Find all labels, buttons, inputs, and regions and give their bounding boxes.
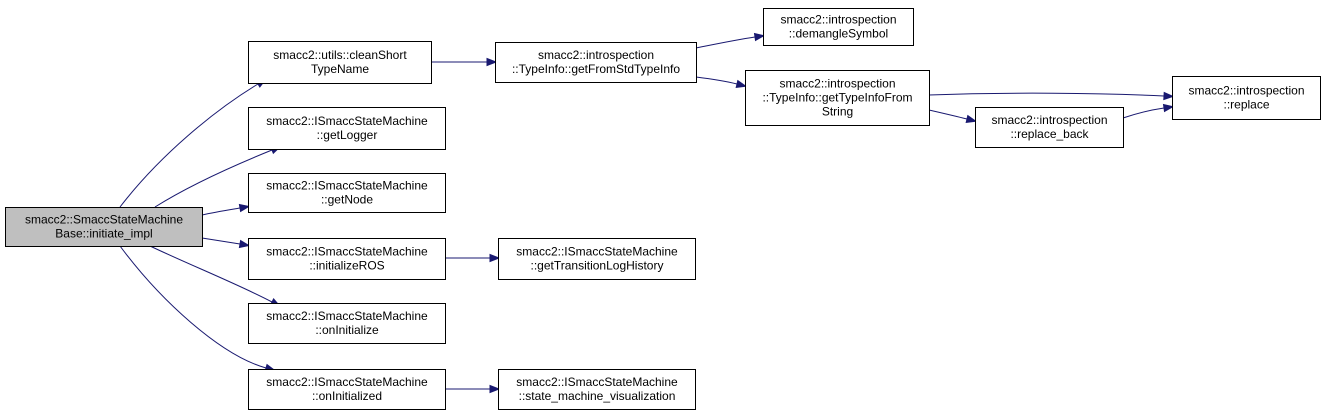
edge-line <box>201 207 241 216</box>
node-box[interactable] <box>248 173 446 213</box>
node-box[interactable] <box>745 70 930 126</box>
node-box[interactable] <box>495 42 697 83</box>
node-demangleSymbol[interactable]: smacc2::introspection::demangleSymbol <box>763 8 914 46</box>
node-label-line: smacc2::introspection <box>538 48 654 62</box>
node-label-line: smacc2::SmaccStateMachine <box>25 213 183 227</box>
node-label-line: smacc2::ISmaccStateMachine <box>266 114 428 128</box>
node-label-line: ::getTransitionLogHistory <box>531 259 664 273</box>
edge-line <box>1122 107 1165 119</box>
node-getTransitionLogHistory[interactable]: smacc2::ISmaccStateMachine::getTransitio… <box>498 238 696 280</box>
node-box[interactable] <box>975 107 1124 148</box>
node-label-line: ::getNode <box>321 193 373 207</box>
edge-getFromStdTypeInfo-to-getTypeInfoFromString <box>695 76 748 88</box>
node-getLogger[interactable]: smacc2::ISmaccStateMachine::getLogger <box>248 107 446 150</box>
edge-arrowhead <box>1162 103 1175 113</box>
node-getFromStdTypeInfo[interactable]: smacc2::introspection::TypeInfo::getFrom… <box>495 42 697 83</box>
node-label-line: ::replace <box>1223 98 1269 112</box>
node-label-line: smacc2::ISmaccStateMachine <box>266 375 428 389</box>
edge-arrowhead <box>735 79 748 88</box>
node-label-line: smacc2::ISmaccStateMachine <box>266 245 428 259</box>
edge-initiate_impl-to-initializeROS <box>201 237 251 249</box>
node-label-line: smacc2::utils::cleanShort <box>273 48 407 62</box>
edge-getTypeInfoFromString-to-replace <box>928 91 1175 101</box>
edge-line <box>695 36 756 49</box>
node-label-line: ::demangleSymbol <box>789 27 888 41</box>
edge-cleanShortTypeName-to-getFromStdTypeInfo <box>431 57 498 67</box>
node-label-line: ::onInitialize <box>315 323 379 337</box>
node-label-line: Base::initiate_impl <box>55 227 152 241</box>
node-box[interactable] <box>763 8 914 46</box>
node-label-line: smacc2::ISmaccStateMachine <box>266 179 428 193</box>
edge-line <box>928 92 1165 97</box>
node-box[interactable] <box>248 107 446 150</box>
node-box[interactable] <box>248 238 446 280</box>
node-label-line: smacc2::ISmaccStateMachine <box>516 375 678 389</box>
node-label-line: String <box>822 105 853 119</box>
edge-arrowhead <box>238 203 251 213</box>
node-label-line: smacc2::introspection <box>1188 84 1304 98</box>
node-box[interactable] <box>248 303 446 344</box>
node-box[interactable] <box>5 207 203 247</box>
edge-line <box>149 245 273 303</box>
node-initiate_impl[interactable]: smacc2::SmaccStateMachineBase::initiate_… <box>5 207 203 247</box>
node-label-line: ::replace_back <box>1010 127 1089 141</box>
node-initializeROS[interactable]: smacc2::ISmaccStateMachine::initializeRO… <box>248 238 446 280</box>
node-label-line: ::onInitialized <box>312 389 382 403</box>
edge-line <box>928 109 968 120</box>
edge-arrowhead <box>489 384 501 394</box>
edge-arrowhead <box>489 253 501 263</box>
edge-initiate_impl-to-cleanShortTypeName <box>119 78 267 208</box>
edge-line <box>119 245 267 369</box>
node-label-line: TypeName <box>311 62 369 76</box>
node-box[interactable] <box>498 238 696 280</box>
edge-arrowhead <box>965 114 978 123</box>
edge-getFromStdTypeInfo-to-demangleSymbol <box>695 32 766 49</box>
node-label-line: smacc2::introspection <box>780 13 896 27</box>
nodes-layer: smacc2::SmaccStateMachineBase::initiate_… <box>5 8 1321 410</box>
edge-arrowhead <box>486 57 498 67</box>
node-label-line: ::getLogger <box>317 128 378 142</box>
edge-line <box>119 83 259 208</box>
edges-layer <box>119 32 1175 394</box>
node-onInitialize[interactable]: smacc2::ISmaccStateMachine::onInitialize <box>248 303 446 344</box>
edge-initializeROS-to-getTransitionLogHistory <box>445 253 501 263</box>
node-label-line: ::initializeROS <box>309 259 384 273</box>
edge-replace_back-to-replace <box>1122 103 1175 119</box>
node-label-line: smacc2::introspection <box>991 113 1107 127</box>
edge-line <box>201 237 241 245</box>
node-replace[interactable]: smacc2::introspection::replace <box>1172 76 1321 120</box>
node-label-line: ::TypeInfo::getFromStdTypeInfo <box>512 62 680 76</box>
node-state_machine_visualization[interactable]: smacc2::ISmaccStateMachine::state_machin… <box>498 369 696 410</box>
edge-arrowhead <box>1163 91 1175 101</box>
node-box[interactable] <box>1172 76 1321 120</box>
edge-initiate_impl-to-getNode <box>201 203 251 216</box>
node-box[interactable] <box>248 369 446 410</box>
edge-arrowhead <box>753 32 766 42</box>
node-getTypeInfoFromString[interactable]: smacc2::introspection::TypeInfo::getType… <box>745 70 930 126</box>
edge-onInitialized-to-state_machine_visualization <box>445 384 501 394</box>
node-label-line: ::state_machine_visualization <box>519 389 676 403</box>
node-replace_back[interactable]: smacc2::introspection::replace_back <box>975 107 1124 148</box>
node-label-line: smacc2::ISmaccStateMachine <box>516 245 678 259</box>
node-getNode[interactable]: smacc2::ISmaccStateMachine::getNode <box>248 173 446 213</box>
edge-line <box>695 76 738 85</box>
edge-arrowhead <box>238 239 251 249</box>
node-onInitialized[interactable]: smacc2::ISmaccStateMachine::onInitialize… <box>248 369 446 410</box>
node-box[interactable] <box>248 41 432 84</box>
node-label-line: smacc2::ISmaccStateMachine <box>266 309 428 323</box>
edge-line <box>154 149 273 208</box>
node-label-line: smacc2::introspection <box>779 77 895 91</box>
edge-getTypeInfoFromString-to-replace_back <box>928 109 978 123</box>
node-box[interactable] <box>498 369 696 410</box>
node-label-line: ::TypeInfo::getTypeInfoFrom <box>762 91 912 105</box>
